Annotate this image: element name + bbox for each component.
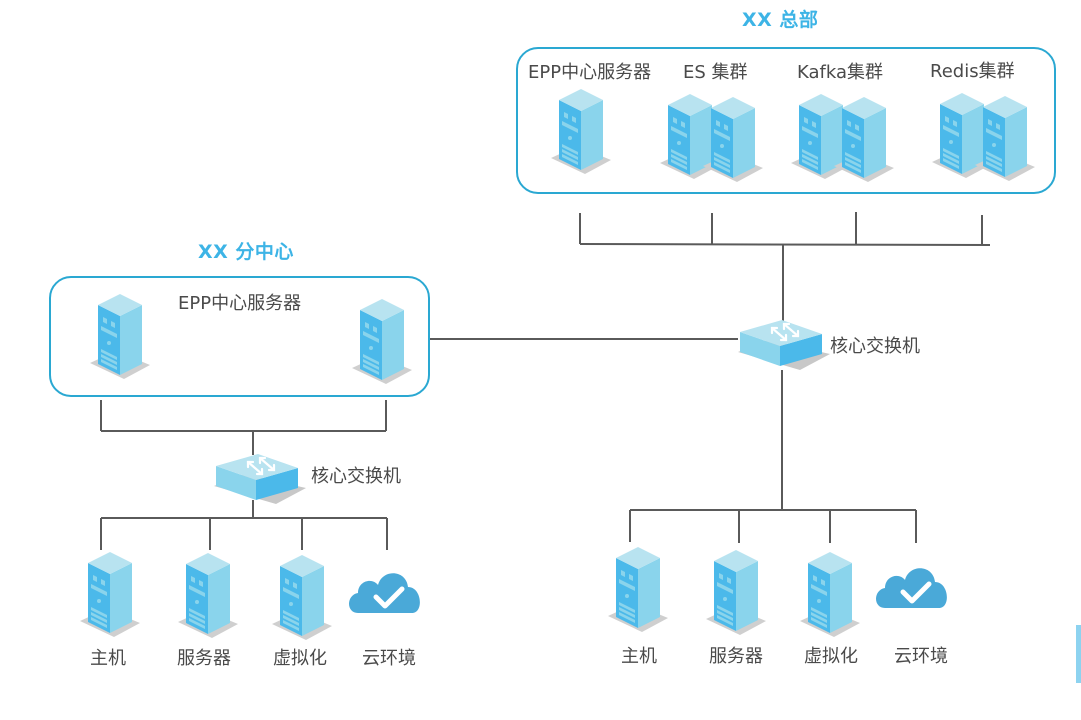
hq-title: XX 总部 <box>742 9 819 31</box>
branch-cloud-check-icon <box>349 573 420 613</box>
branch-server-label: EPP中心服务器 <box>178 293 302 314</box>
hq-endpoint-label-virtual: 虚拟化 <box>804 646 858 667</box>
hq-host-icon <box>608 547 668 632</box>
branch-endpoint-label-cloud: 云环境 <box>362 648 416 669</box>
hq-endpoint-label-host: 主机 <box>621 646 657 667</box>
branch-server-box <box>49 276 430 397</box>
hq-cloud-check-icon <box>876 568 947 608</box>
hq-cluster-label-redis: Redis集群 <box>930 61 1015 82</box>
hq-virtual-icon <box>800 552 860 637</box>
branch-virtual-icon <box>272 555 332 640</box>
branch-switch-label: 核心交换机 <box>311 466 401 487</box>
branch-endpoint-label-server: 服务器 <box>177 648 231 669</box>
hq-server-icon <box>706 550 766 635</box>
hq-cluster-box <box>516 47 1056 194</box>
edge-accent-bar <box>1076 625 1081 683</box>
hq-cluster-label-epp: EPP中心服务器 <box>528 62 652 83</box>
branch-endpoint-label-host: 主机 <box>90 648 126 669</box>
hq-endpoint-label-cloud: 云环境 <box>894 646 948 667</box>
branch-server-icon <box>178 553 238 638</box>
hq-bus <box>579 243 991 246</box>
hq-cluster-label-es: ES 集群 <box>683 62 748 83</box>
connection-lines <box>100 212 991 550</box>
hq-endpoint-label-server: 服务器 <box>709 646 763 667</box>
branch-title: XX 分中心 <box>198 241 294 263</box>
hq-cluster-label-kafka: Kafka集群 <box>797 62 883 83</box>
hq-switch-label: 核心交换机 <box>830 336 920 357</box>
branch-host-icon <box>80 552 140 637</box>
branch-endpoint-label-virtual: 虚拟化 <box>273 648 327 669</box>
branch-core-switch-icon <box>212 452 308 506</box>
hq-core-switch-icon <box>736 318 832 372</box>
